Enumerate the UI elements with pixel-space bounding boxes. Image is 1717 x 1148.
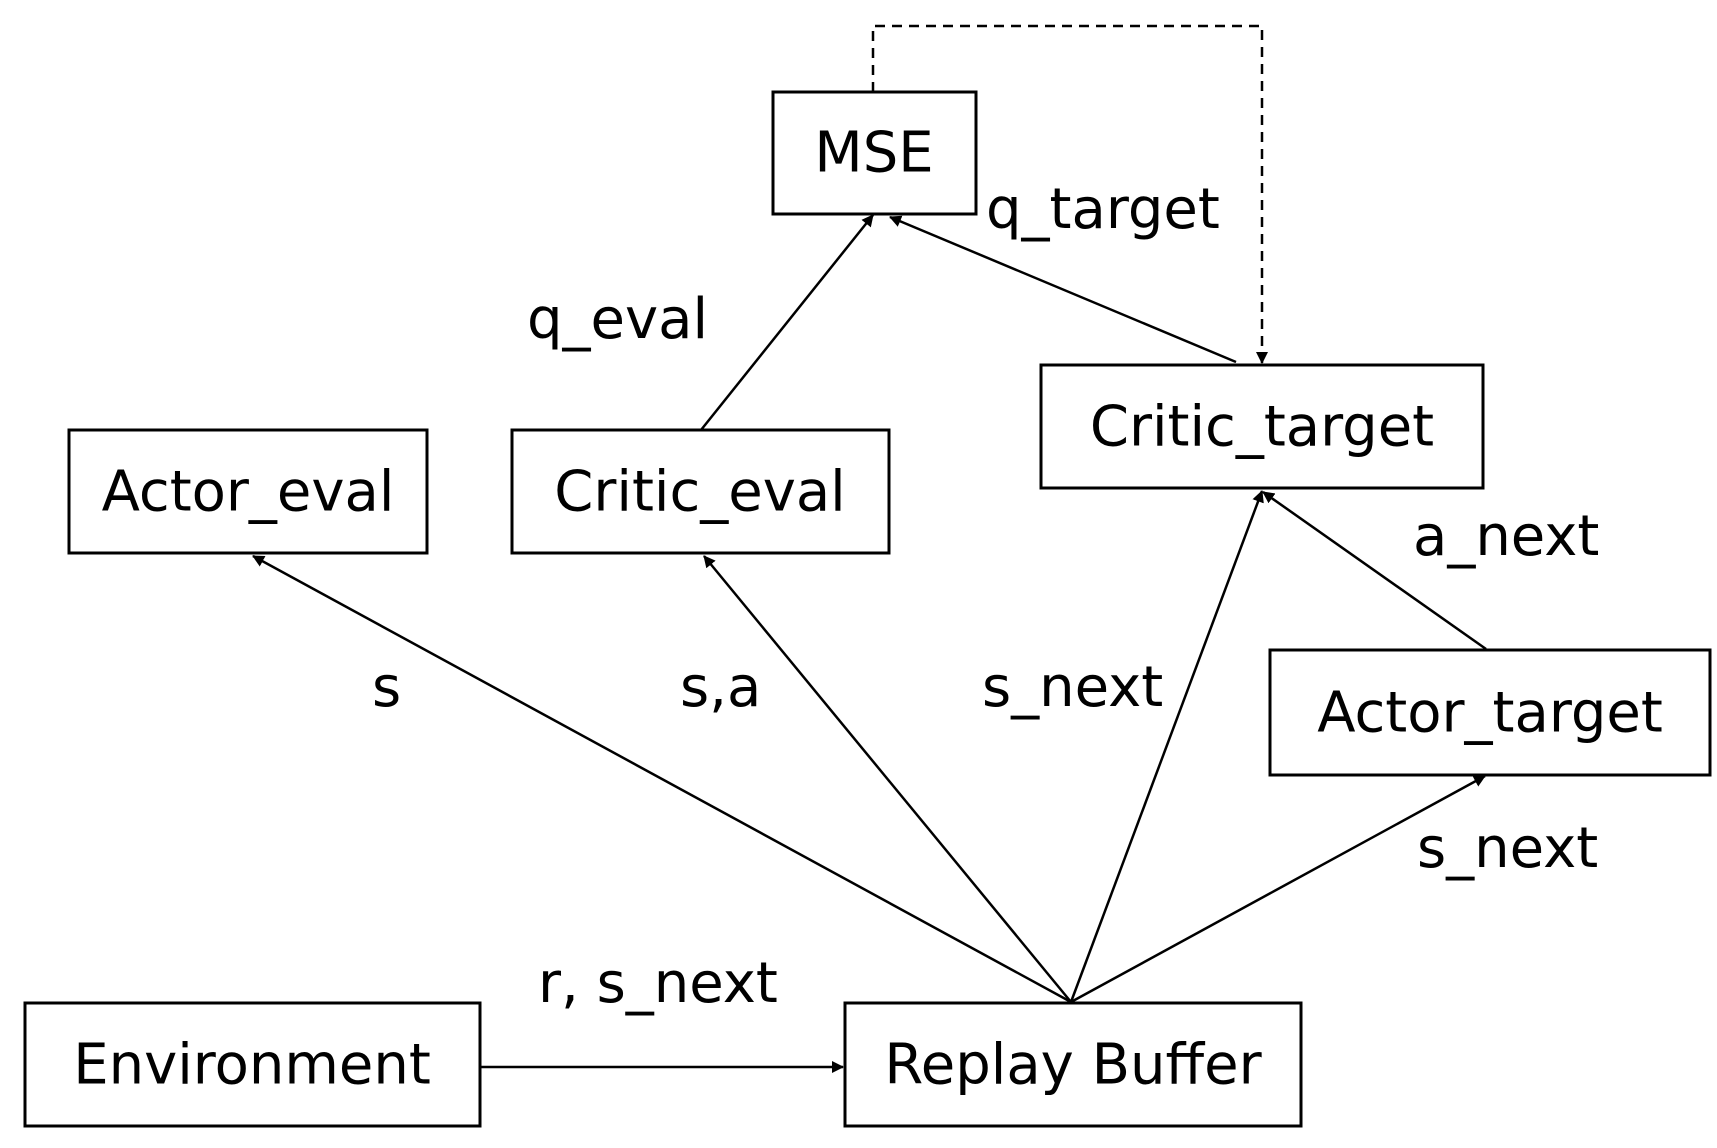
node-actor-target: Actor_target [1268, 648, 1712, 777]
edge-label-s: s [372, 655, 401, 720]
edge-s-next-critic [1069, 490, 1264, 1003]
edge-q-target [889, 215, 1237, 364]
node-replay-buffer-label: Replay Buffer [884, 1033, 1262, 1098]
edge-update-dashed [871, 24, 1268, 364]
edge-label-s-next-critic: s_next [982, 655, 1163, 720]
edge-label-a-next: a_next [1413, 504, 1599, 569]
edge-label-q-target: q_target [986, 177, 1220, 242]
node-mse-label: MSE [814, 121, 933, 186]
edge-a-next [1262, 490, 1487, 651]
node-critic-eval-label: Critic_eval [554, 460, 845, 525]
node-replay-buffer: Replay Buffer [843, 1001, 1303, 1128]
node-environment: Environment [23, 1001, 482, 1128]
node-actor-eval-label: Actor_eval [102, 460, 395, 525]
edge-s [252, 554, 1072, 1004]
node-mse: MSE [771, 90, 978, 216]
node-critic-eval: Critic_eval [510, 428, 891, 555]
node-actor-eval: Actor_eval [67, 428, 429, 555]
edge-label-r-s-next: r, s_next [538, 951, 778, 1016]
edge-s-next-actor [1070, 774, 1486, 1004]
edge-s-a [703, 555, 1072, 1003]
edge-q-eval [700, 214, 874, 431]
node-critic-target: Critic_target [1039, 363, 1485, 490]
edge-label-s-a: s,a [680, 655, 761, 720]
edge-label-q-eval: q_eval [527, 287, 708, 352]
node-environment-label: Environment [73, 1033, 431, 1098]
node-critic-target-label: Critic_target [1090, 395, 1434, 460]
edge-label-s-next-actor: s_next [1417, 816, 1598, 881]
node-actor-target-label: Actor_target [1317, 681, 1663, 746]
